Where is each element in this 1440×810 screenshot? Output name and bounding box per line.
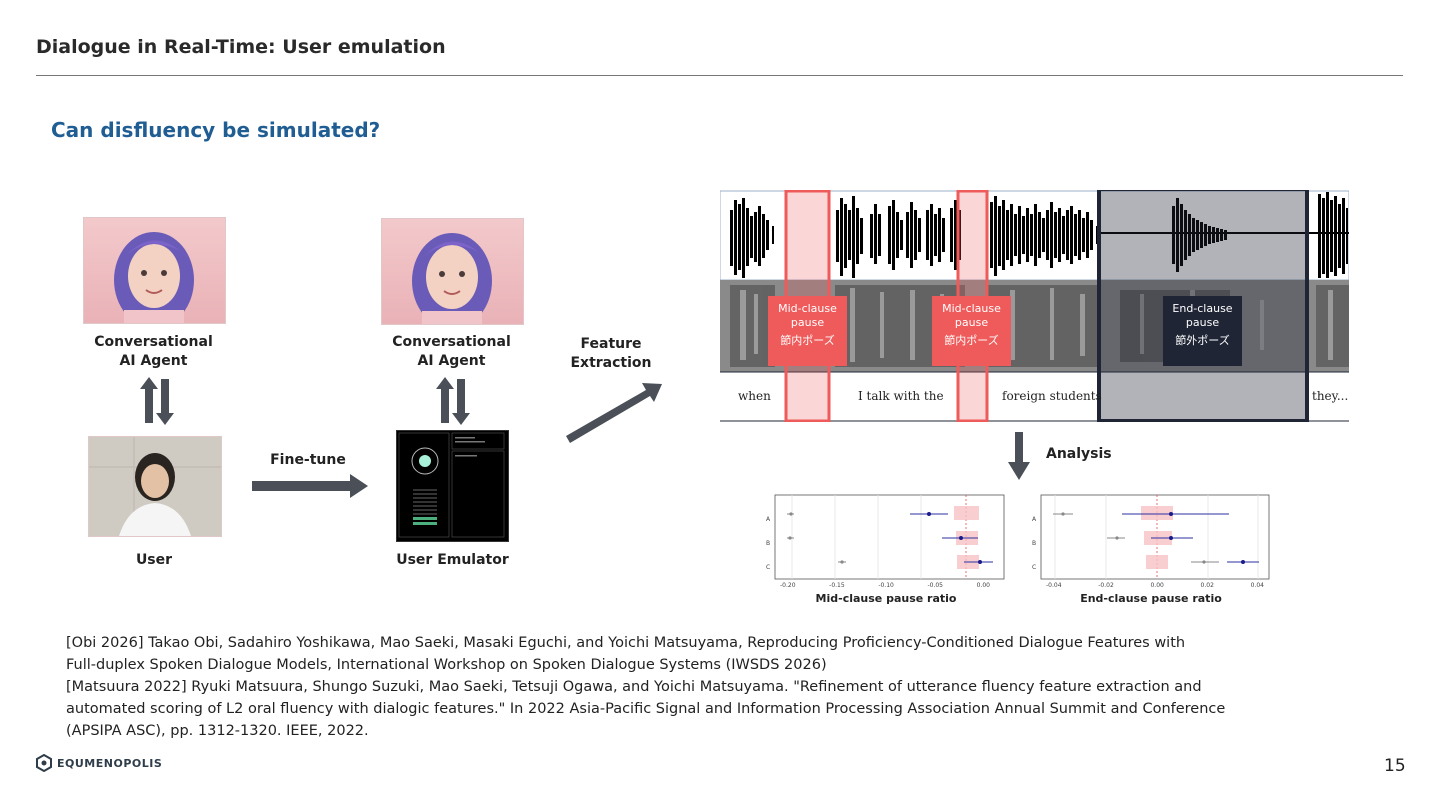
ai-agent-label-right: Conversational AI Agent [381, 333, 522, 371]
ai-agent-avatar-image [83, 217, 226, 324]
ai-agent-label-line2: AI Agent [83, 352, 224, 371]
end-row-b: B [1032, 532, 1036, 556]
finetune-arrow-icon [252, 474, 368, 498]
end-chart-ticks: -0.04 -0.02 0.00 0.02 0.04 [1046, 582, 1264, 589]
ai-agent-label-line1: Conversational [83, 333, 224, 352]
mid-tick-1: -0.15 [829, 582, 845, 589]
tag-mid-2-line1: Mid-clause [932, 302, 1011, 316]
end-row-c: C [1032, 556, 1036, 580]
tag-mid-2-line2: pause [932, 316, 1011, 330]
mid-tick-3: -0.05 [927, 582, 943, 589]
ref2-line3: (APSIPA ASC), pp. 1312-1320. IEEE, 2022. [66, 720, 1366, 742]
mid-row-a: A [766, 508, 770, 532]
feature-extraction-arrow-icon [562, 380, 666, 450]
end-tick-2: 0.00 [1150, 582, 1163, 589]
ref2-line1: [Matsuura 2022] Ryuki Matsuura, Shungo S… [66, 676, 1366, 698]
page-number: 15 [1384, 756, 1406, 776]
tag-end-jp: 節外ポーズ [1163, 334, 1242, 348]
tag-mid-1-line2: pause [768, 316, 847, 330]
end-tick-0: -0.04 [1046, 582, 1062, 589]
tag-end-line2: pause [1163, 316, 1242, 330]
user-emulator-label: User Emulator [380, 551, 525, 570]
hexagon-logo-icon [36, 754, 52, 772]
slide-title: Dialogue in Real-Time: User emulation [36, 36, 446, 58]
ref2-line2: automated scoring of L2 oral fluency wit… [66, 698, 1366, 720]
end-tick-3: 0.02 [1201, 582, 1214, 589]
end-clause-pause-tag: End-clause pause 節外ポーズ [1163, 296, 1242, 366]
mid-row-b: B [766, 532, 770, 556]
mid-clause-pause-tag-2: Mid-clause pause 節内ポーズ [932, 296, 1011, 366]
mid-row-c: C [766, 556, 770, 580]
user-photo [88, 436, 222, 537]
transcript-word-when: when [738, 389, 771, 403]
mid-chart-row-labels: A B C [766, 508, 770, 580]
mid-tick-4: 0.00 [977, 582, 990, 589]
ai-agent-label-2-line1: Conversational [381, 333, 522, 352]
bidirectional-arrow-icon-2 [436, 377, 470, 425]
analysis-label: Analysis [1046, 445, 1112, 464]
feature-extraction-label: Feature Extraction [556, 335, 666, 373]
mid-tick-0: -0.20 [780, 582, 796, 589]
ref1-line2: Full-duplex Spoken Dialogue Models, Inte… [66, 654, 1366, 676]
end-row-a: A [1032, 508, 1036, 532]
transcript-word-they: they... [1312, 389, 1348, 403]
tag-mid-2-jp: 節内ポーズ [932, 334, 1011, 348]
tag-mid-1-line1: Mid-clause [768, 302, 847, 316]
mid-clause-chart [764, 494, 1006, 590]
mid-clause-pause-tag-1: Mid-clause pause 節内ポーズ [768, 296, 847, 366]
tag-end-line1: End-clause [1163, 302, 1242, 316]
end-tick-4: 0.04 [1251, 582, 1264, 589]
analysis-arrow-icon [1008, 432, 1030, 480]
references: [Obi 2026] Takao Obi, Sadahiro Yoshikawa… [66, 632, 1366, 742]
end-chart-row-labels: A B C [1032, 508, 1036, 580]
end-tick-1: -0.02 [1098, 582, 1114, 589]
equmenopolis-logo: EQUMENOPOLIS [36, 754, 162, 772]
feature-label-line2: Extraction [556, 354, 666, 373]
user-label: User [88, 551, 220, 570]
ai-agent-label-left: Conversational AI Agent [83, 333, 224, 371]
user-emulator-screen [396, 430, 509, 542]
transcript-word-talk: I talk with the [858, 389, 944, 403]
feature-label-line1: Feature [556, 335, 666, 354]
slide-subtitle: Can disfluency be simulated? [51, 118, 380, 142]
end-chart-xlabel: End-clause pause ratio [1041, 592, 1261, 605]
end-clause-chart [1031, 494, 1271, 590]
finetune-label: Fine-tune [250, 451, 366, 470]
mid-chart-xlabel: Mid-clause pause ratio [776, 592, 996, 605]
transcript-word-foreign: foreign students [1002, 389, 1102, 403]
bidirectional-arrow-icon [140, 377, 174, 425]
ai-agent-label-2-line2: AI Agent [381, 352, 522, 371]
title-divider [36, 75, 1403, 76]
logo-text: EQUMENOPOLIS [57, 757, 162, 770]
mid-chart-ticks: -0.20 -0.15 -0.10 -0.05 0.00 [780, 582, 990, 589]
mid-tick-2: -0.10 [878, 582, 894, 589]
ref1-line1: [Obi 2026] Takao Obi, Sadahiro Yoshikawa… [66, 632, 1366, 654]
ai-agent-avatar-image-2 [381, 218, 524, 325]
tag-mid-1-jp: 節内ポーズ [768, 334, 847, 348]
